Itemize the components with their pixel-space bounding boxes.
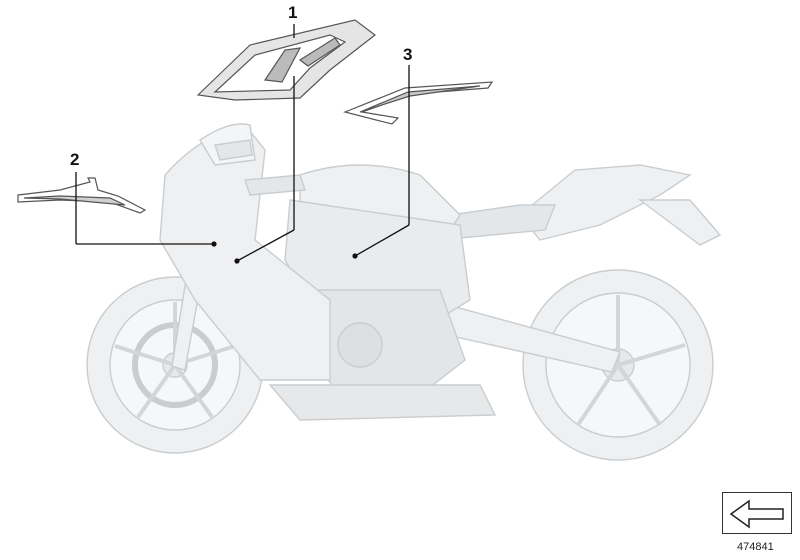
decal-part-2 (17, 177, 147, 214)
diagram-number: 474841 (737, 541, 774, 553)
callout-2: 2 (70, 150, 80, 169)
decal-part-1 (196, 19, 376, 101)
callout-3: 3 (403, 45, 413, 64)
back-navigation-button[interactable] (722, 492, 792, 534)
decal-part-3 (343, 81, 494, 125)
arrow-left-icon (729, 499, 784, 529)
motorcycle-illustration (86, 123, 722, 461)
leader-dots (211, 241, 358, 264)
leader-lines (75, 24, 410, 262)
callout-1: 1 (288, 3, 298, 22)
